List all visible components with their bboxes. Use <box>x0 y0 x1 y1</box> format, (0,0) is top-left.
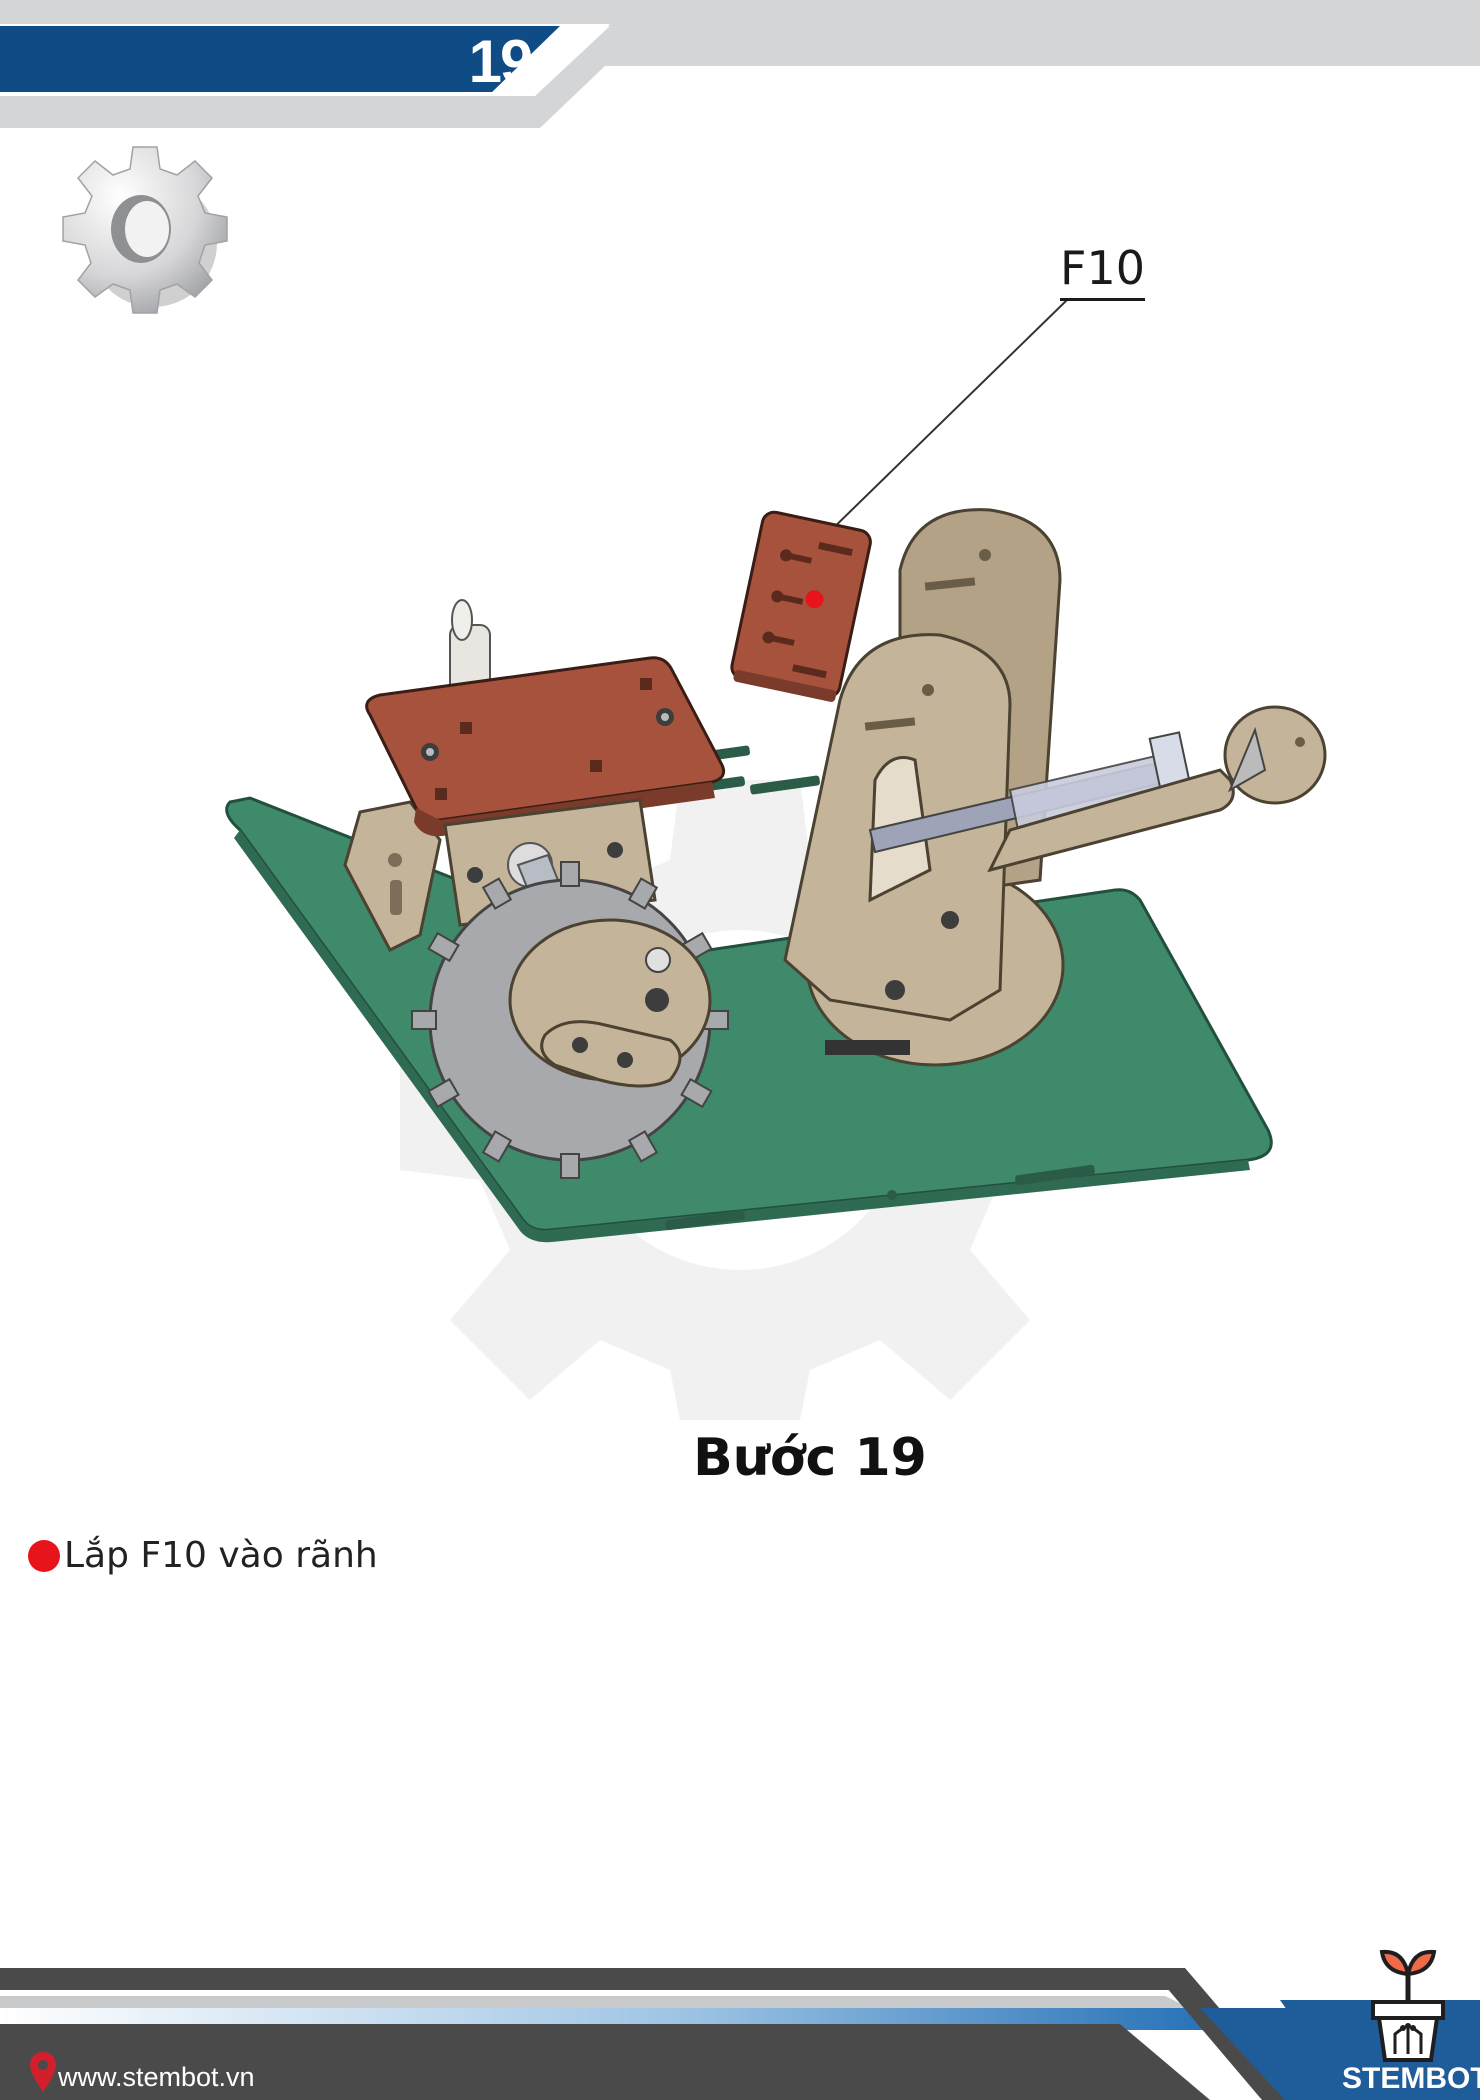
part-label-f10: F10 <box>1060 238 1145 301</box>
plant-robot-logo <box>1371 1949 1445 2062</box>
gear-icon <box>62 146 228 314</box>
page-number: 19 <box>468 28 534 95</box>
assembly-illustration <box>225 508 1327 1243</box>
red-dot-icon <box>28 1539 60 1572</box>
footer-band <box>0 1968 1480 2100</box>
header-band <box>0 0 1480 128</box>
brand-name: STEMBOT <box>1342 2062 1480 2095</box>
instruction-item: Lắp F10 vào rãnh <box>28 1535 378 1576</box>
location-pin-icon <box>30 2052 56 2092</box>
step-title: Bước 19 <box>693 1428 927 1488</box>
instruction-text: Lắp F10 vào rãnh <box>64 1535 378 1576</box>
footer-website-link[interactable]: www.stembot.vn <box>58 2062 255 2092</box>
